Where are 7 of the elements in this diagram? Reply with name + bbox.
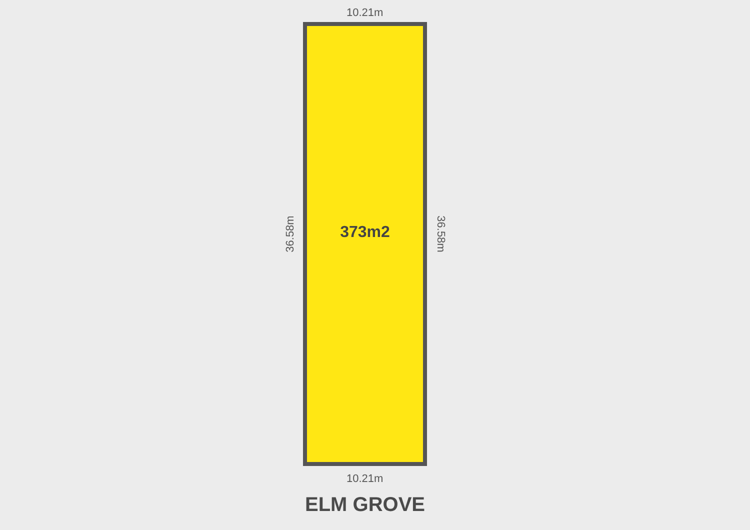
lot-parcel (303, 22, 427, 466)
street-name: ELM GROVE (305, 494, 426, 516)
area-label: 373m2 (339, 224, 391, 242)
dimension-label: 10.21m (346, 473, 384, 485)
dimension-label: 36.58m (434, 216, 446, 252)
dimension-label: 10.21m (346, 7, 384, 19)
dimension-label: 36.58m (284, 216, 296, 252)
